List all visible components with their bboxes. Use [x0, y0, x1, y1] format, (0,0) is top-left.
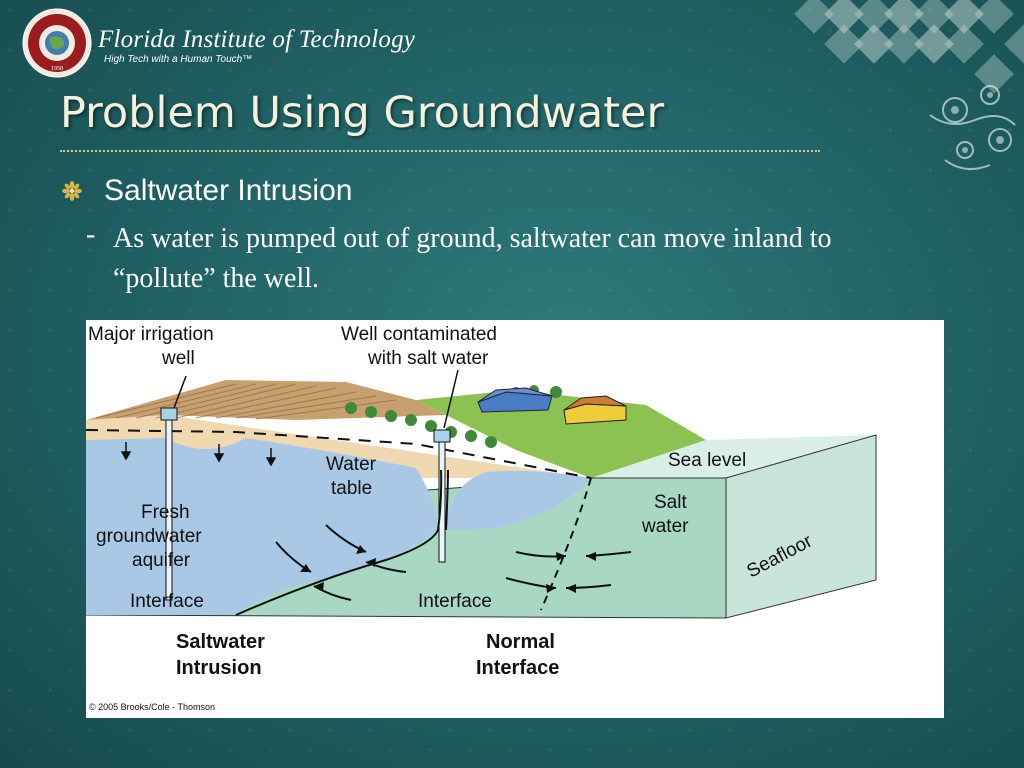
label-well-contaminated-line1: Well contaminated	[341, 324, 497, 345]
label-sea-level: Sea level	[668, 450, 746, 471]
label-well-contaminated-line2: with salt water	[367, 348, 489, 369]
contaminated-well	[433, 429, 451, 563]
fit-seal-icon: 1958	[22, 8, 92, 78]
ocean-surface	[591, 435, 876, 478]
label-water-table-line1: Water	[326, 454, 377, 475]
tree-row	[345, 385, 562, 448]
label-water-table-line2: table	[331, 478, 372, 499]
major-irrigation-well	[160, 407, 178, 601]
saltwater-flow-arrowheads	[300, 545, 596, 593]
slide-title: Problem Using Groundwater	[60, 88, 665, 138]
bullet-saltwater-intrusion: Saltwater Intrusion	[104, 174, 353, 207]
saltwater-interface-intruded	[235, 469, 443, 616]
normal-interface-line	[540, 477, 592, 611]
label-major-irrigation-line2: well	[161, 348, 195, 369]
label-saltwater-intrusion-line1: Saltwater	[176, 631, 265, 653]
quilt-decoration	[794, 0, 1024, 170]
label-normal-interface-line1: Normal	[486, 631, 555, 653]
title-divider	[60, 150, 820, 152]
institution-tagline: High Tech with a Human Touch™	[104, 54, 253, 65]
sub-bullet-dash: -	[86, 219, 96, 250]
crop-rows	[95, 383, 397, 420]
fresh-aquifer-right	[446, 470, 591, 530]
label-normal-interface-line2: Interface	[476, 657, 559, 679]
label-fresh-line1: Fresh	[141, 502, 190, 523]
figure-copyright: © 2005 Brooks/Cole - Thomson	[89, 702, 215, 712]
label-fresh-line3: aquifer	[132, 550, 191, 571]
infiltration-arrows	[120, 442, 277, 467]
diagram-svg: Major irrigation well Well contaminated …	[86, 324, 877, 712]
contaminated-cone	[445, 469, 449, 531]
yellow-house	[563, 395, 627, 425]
irrigation-well-pointer	[173, 375, 187, 409]
label-saltwater-intrusion-line2: Intrusion	[176, 657, 262, 679]
label-interface-left: Interface	[130, 591, 204, 612]
label-salt-water-line2: water	[641, 516, 689, 537]
flower-bullet-icon	[62, 181, 82, 201]
sub-bullet-text: As water is pumped out of ground, saltwa…	[113, 223, 832, 294]
saltwater-intrusion-diagram: Major irrigation well Well contaminated …	[86, 320, 944, 718]
seal-year: 1958	[51, 66, 63, 72]
label-fresh-line2: groundwater	[96, 526, 202, 547]
contaminated-well-pointer	[443, 369, 459, 429]
label-salt-water-line1: Salt	[654, 492, 687, 513]
institution-name: Florida Institute of Technology	[98, 26, 416, 53]
blue-house	[477, 387, 553, 413]
water-table-line	[86, 429, 592, 479]
label-major-irrigation-line1: Major irrigation	[88, 324, 214, 345]
label-interface-right: Interface	[418, 591, 492, 612]
